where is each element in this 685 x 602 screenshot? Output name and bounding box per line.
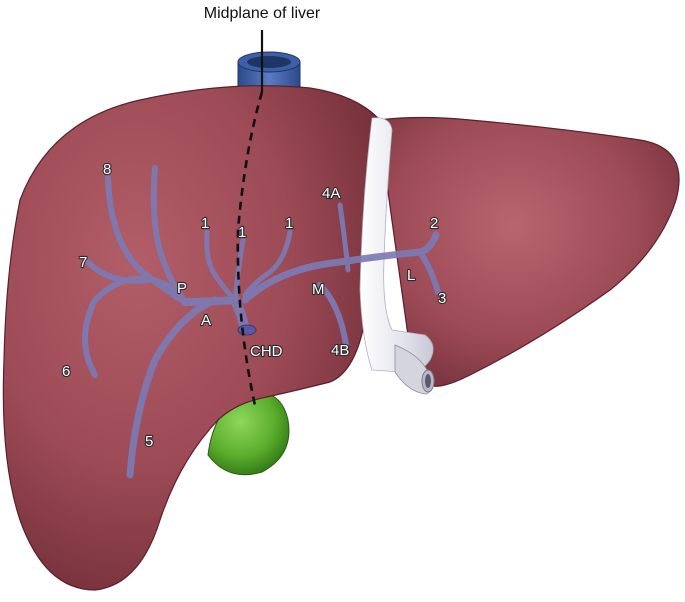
label-branch-a: A — [201, 312, 211, 329]
label-branch-p: P — [177, 280, 187, 297]
label-seg7: 7 — [79, 254, 87, 271]
chd-opening — [237, 324, 257, 336]
label-seg4b: 4B — [331, 342, 349, 359]
right-lobe — [2, 85, 383, 591]
label-seg1c: 1 — [285, 215, 293, 232]
midplane-line — [236, 30, 264, 411]
midplane-label: Midplane of liver — [204, 5, 321, 22]
label-branch-m: M — [312, 281, 325, 298]
label-seg8: 8 — [103, 161, 111, 178]
label-seg5: 5 — [145, 433, 153, 450]
label-chd: CHD — [250, 343, 283, 360]
label-seg3: 3 — [438, 290, 446, 307]
label-seg1a: 1 — [201, 215, 209, 232]
label-seg4a: 4A — [322, 185, 340, 202]
falciform-ligament — [359, 117, 435, 395]
label-branch-l: L — [407, 267, 415, 284]
label-seg6: 6 — [62, 363, 70, 380]
label-seg2: 2 — [430, 215, 438, 232]
segment-labels: 8 7 6 5 1 1 1 4A 4B 2 3 P A M L CHD — [61, 160, 448, 451]
label-seg1b: 1 — [238, 224, 246, 241]
